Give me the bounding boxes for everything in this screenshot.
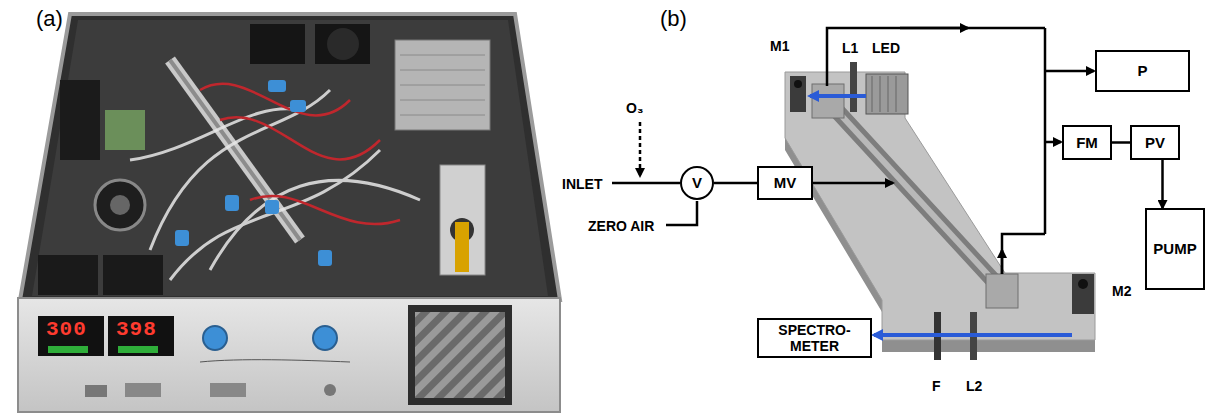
spectrometer-box: SPECTRO- METER [757, 318, 872, 358]
part-label: M2 [1112, 283, 1131, 299]
valve-circle: V [680, 166, 714, 200]
node-text: P [1133, 62, 1151, 79]
part-label: F [932, 378, 941, 394]
flow-meter-box: FM [1062, 125, 1112, 160]
part-label: M1 [770, 38, 789, 54]
node-text: PUMP [1149, 240, 1200, 257]
flow-line [714, 182, 757, 185]
node-text: V [688, 174, 706, 191]
optical-bench [785, 62, 1095, 360]
port-label: ZERO AIR [588, 218, 654, 234]
gas-label: O₃ [626, 100, 643, 116]
part-label: L2 [966, 378, 982, 394]
flow-line [1112, 141, 1130, 144]
port-label: INLET [562, 176, 602, 192]
node-text: MV [770, 174, 801, 191]
node-text: PV [1141, 134, 1169, 151]
part-label: LED [872, 40, 900, 56]
part-label: L1 [842, 40, 858, 56]
panel-letter: (b) [660, 6, 687, 32]
display-reading: 300 [46, 318, 87, 341]
panel-letter: (a) [36, 6, 63, 32]
pressure-sensor-box: P [1095, 50, 1190, 92]
proportional-valve-box: PV [1130, 125, 1180, 160]
mass-flow-box: MV [757, 166, 813, 200]
display-reading: 398 [116, 318, 157, 341]
gas-line [612, 28, 1094, 274]
pump-box: PUMP [1145, 208, 1205, 290]
node-text: FM [1072, 134, 1102, 151]
instrument-photo [18, 14, 560, 412]
node-text: SPECTRO- METER [759, 322, 870, 354]
flow-line [1161, 160, 1164, 208]
